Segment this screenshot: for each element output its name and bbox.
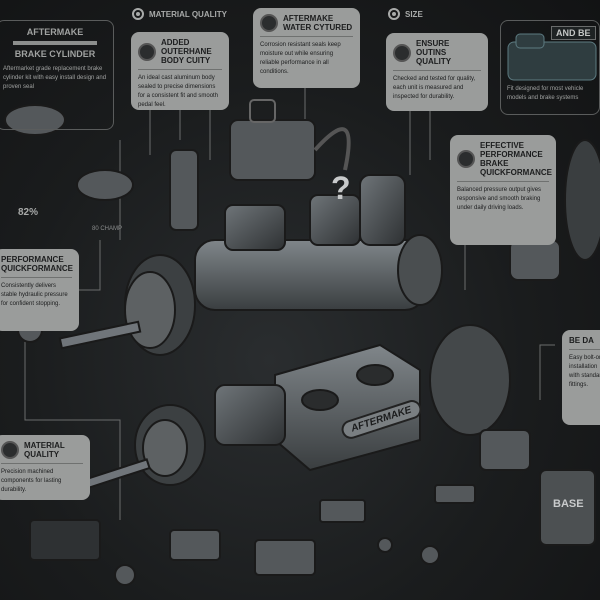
target-icon [388, 8, 400, 20]
header-text: Aftermarket grade replacement brake cyli… [3, 66, 107, 90]
callout-title: ADDED OUTERHANE BODY CUITY [161, 38, 212, 65]
callout-text: Easy bolt-on installation with standard … [569, 355, 600, 388]
callout-install: BE DA Easy bolt-on installation with sta… [562, 330, 600, 425]
callout-material-quality: MATERIAL QUALITY Precision machined comp… [0, 435, 90, 500]
callout-text: Checked and tested for quality, each uni… [393, 76, 476, 100]
car-illustration [507, 33, 597, 81]
upper-cylinder [58, 174, 443, 356]
brake-icon [457, 150, 475, 168]
callout-title: BE DA [569, 336, 594, 345]
leader-lines [24, 78, 555, 520]
callout-water-sealed: AFTERMAKE WATER CYTURED Corrosion resist… [253, 8, 360, 88]
callout-quality: ENSURE OUTINS QUALITY Checked and tested… [386, 33, 488, 111]
callout-text: An ideal cast aluminum body sealed to pr… [138, 75, 219, 108]
header-title: AFTERMAKE [26, 27, 84, 37]
callout-performance: EFFECTIVE PERFORMANCE BRAKE QUICKFORMANC… [450, 135, 556, 245]
box-label: BASE [553, 498, 584, 510]
percent-badge: 82% [18, 207, 39, 218]
right-panel-title: AND BE [551, 26, 596, 40]
small-label: 80 CHAMP [92, 226, 123, 232]
callout-quick-performance: PERFORMANCE QUICKFORMANCE Consistently d… [0, 249, 79, 331]
small-parts [4, 99, 600, 586]
callout-title: AFTERMAKE WATER CYTURED [283, 14, 353, 32]
question-mark: ? [331, 170, 351, 206]
badge-icon [1, 441, 19, 459]
label-text: MATERIAL QUALITY [149, 9, 227, 19]
callout-title: ENSURE OUTINS QUALITY [416, 39, 452, 66]
right-panel-text: Fit designed for most vehicle models and… [507, 86, 584, 101]
callout-body-quality: ADDED OUTERHANE BODY CUITY An ideal cast… [131, 32, 229, 110]
lower-cylinder [78, 324, 511, 491]
callout-text: Consistently delivers stable hydraulic p… [1, 283, 68, 307]
callout-text: Balanced pressure output gives responsiv… [457, 187, 542, 211]
drop-icon [260, 14, 278, 32]
callout-text: Precision machined components for lastin… [1, 469, 62, 493]
target-icon [132, 8, 144, 20]
size-label: SIZE [388, 8, 423, 20]
callout-title: EFFECTIVE PERFORMANCE BRAKE QUICKFORMANC… [480, 141, 552, 177]
callout-title: PERFORMANCE QUICKFORMANCE [1, 255, 73, 273]
title-divider [13, 41, 97, 45]
callout-title: MATERIAL QUALITY [24, 441, 65, 459]
label-text: SIZE [405, 9, 423, 19]
header-panel: AFTERMAKE BRAKE CYLINDER Aftermarket gra… [0, 20, 114, 130]
material-quality-label: MATERIAL QUALITY [132, 8, 227, 20]
header-subtitle: BRAKE CYLINDER [14, 49, 96, 59]
right-panel: AND BE Fit designed for most vehicle mod… [500, 20, 600, 115]
callout-text: Corrosion resistant seals keep moisture … [260, 42, 341, 75]
gauge-icon [138, 42, 156, 61]
check-icon [393, 43, 411, 62]
